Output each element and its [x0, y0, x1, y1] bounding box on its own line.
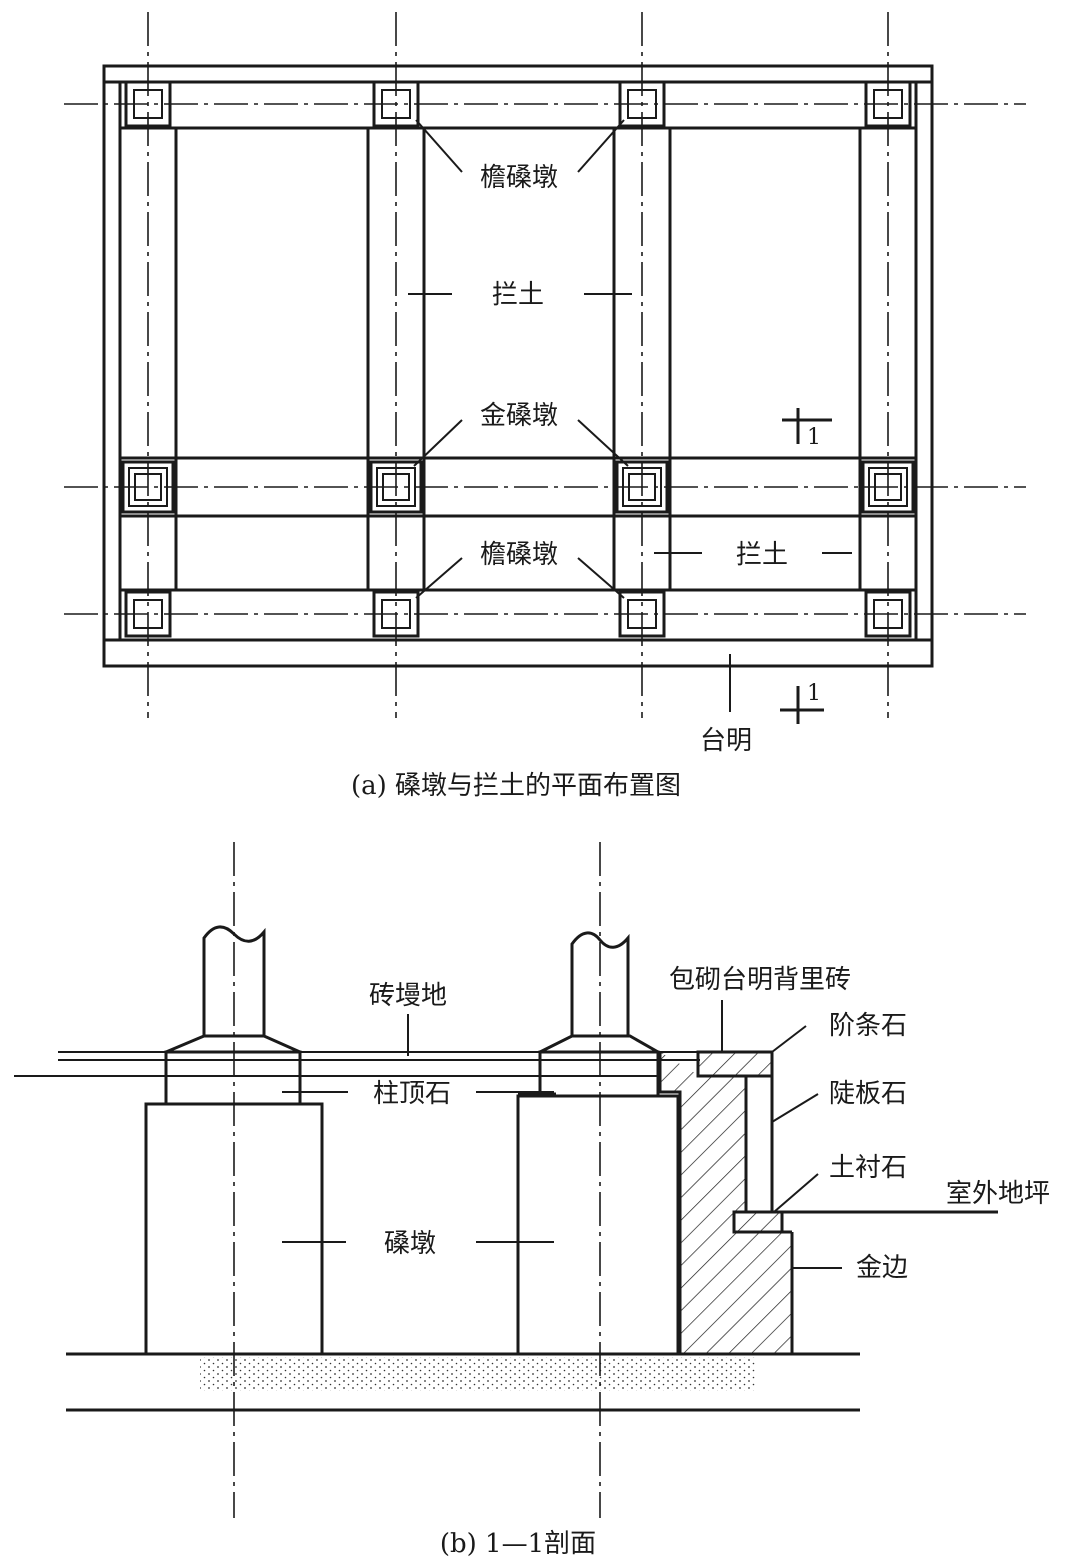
label-eave-pier-top: 檐磉墩	[480, 163, 558, 193]
section-mark-upper-text: 1	[807, 425, 821, 450]
label-brick-paving: 砖墁地	[369, 981, 447, 1011]
plan-caption: (a) 磉墩与拦土的平面布置图	[351, 771, 681, 801]
column-base-right	[538, 1050, 660, 1098]
eave-pier	[618, 80, 666, 128]
column-base-top-right	[539, 1034, 664, 1054]
label-pier: 磉墩	[384, 1229, 436, 1259]
label-gold-pier: 金磉墩	[480, 401, 558, 431]
gold-pier	[369, 460, 423, 514]
label-step-stone: 阶条石	[829, 1011, 907, 1041]
section-leaders	[282, 1000, 842, 1269]
column-right	[570, 931, 630, 1036]
label-soil-right: 拦土	[736, 540, 788, 570]
label-platform: 台明	[700, 726, 752, 756]
label-backing-brick: 包砌台明背里砖	[669, 965, 851, 995]
label-earth-liner-stone: 土衬石	[829, 1153, 907, 1183]
eave-pier	[864, 80, 912, 128]
eave-pier	[372, 80, 420, 128]
gold-pier-row	[121, 460, 915, 514]
soil-strip-outlines	[104, 80, 932, 642]
section-view: 砖墁地 柱顶石 磉墩 包砌台明背里砖 阶条石 陡板石 土衬石 室外地坪 金边 (…	[14, 842, 1050, 1559]
section-mark-lower: 1	[780, 681, 824, 724]
label-column-base: 柱顶石	[373, 1079, 451, 1109]
label-side-stone: 陡板石	[829, 1079, 907, 1109]
backing-brick-hatch	[660, 1052, 792, 1354]
section-mark-upper: 1	[782, 408, 832, 450]
gold-pier	[615, 460, 669, 514]
platform-outline	[102, 64, 934, 668]
brick-paving-lines	[14, 1051, 700, 1077]
eave-pier	[864, 590, 912, 638]
platform-edge-outline	[658, 1050, 794, 1354]
eave-pier	[372, 590, 420, 638]
label-golden-edge: 金边	[856, 1253, 908, 1283]
eave-pier	[124, 80, 172, 128]
label-soil-top: 拦土	[492, 280, 544, 310]
plan-leaders	[408, 119, 852, 712]
label-eave-pier-bottom: 檐磉墩	[480, 540, 558, 570]
eave-pier-row-top	[124, 80, 912, 128]
plan-view: 1 1 檐磉墩 拦土 金磉墩 檐磉墩 拦土 台明 (a) 磉墩与拦土的平面布置图	[64, 12, 1026, 801]
eave-pier	[618, 590, 666, 638]
gold-pier	[121, 460, 175, 514]
compacted-soil-fill	[200, 1357, 756, 1391]
eave-pier	[124, 590, 172, 638]
eave-pier-row-bottom	[124, 590, 912, 638]
section-caption: (b) 1—1剖面	[440, 1529, 596, 1559]
section-mark-lower-text: 1	[807, 681, 821, 706]
pier-right	[516, 1094, 680, 1356]
gold-pier	[861, 460, 915, 514]
label-outdoor-ground: 室外地坪	[946, 1179, 1050, 1209]
column-base-top-left	[165, 1034, 301, 1054]
